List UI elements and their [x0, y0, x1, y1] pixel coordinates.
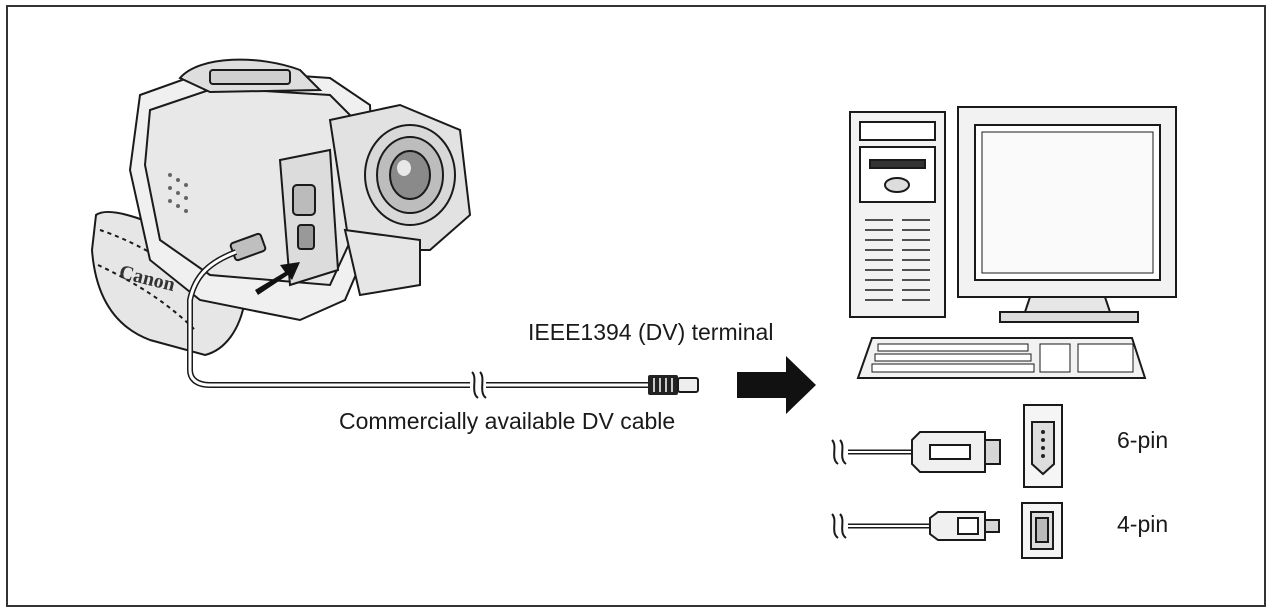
cable-label: Commercially available DV cable [339, 408, 676, 434]
dv-cable [471, 371, 699, 399]
4-pin-plug-icon [831, 502, 1063, 559]
terminal-label: IEEE1394 (DV) terminal [528, 319, 774, 345]
desktop-computer-icon [849, 106, 1177, 323]
keyboard-icon [856, 337, 1147, 379]
cable-connector-tip [677, 377, 699, 393]
camcorder-icon [90, 58, 472, 388]
cable-connector-body [648, 375, 678, 395]
six-pin-label: 6-pin [1117, 427, 1169, 453]
arrow-right-icon [737, 356, 816, 414]
6-pin-plug-icon [831, 404, 1063, 488]
four-pin-label: 4-pin [1117, 511, 1169, 537]
